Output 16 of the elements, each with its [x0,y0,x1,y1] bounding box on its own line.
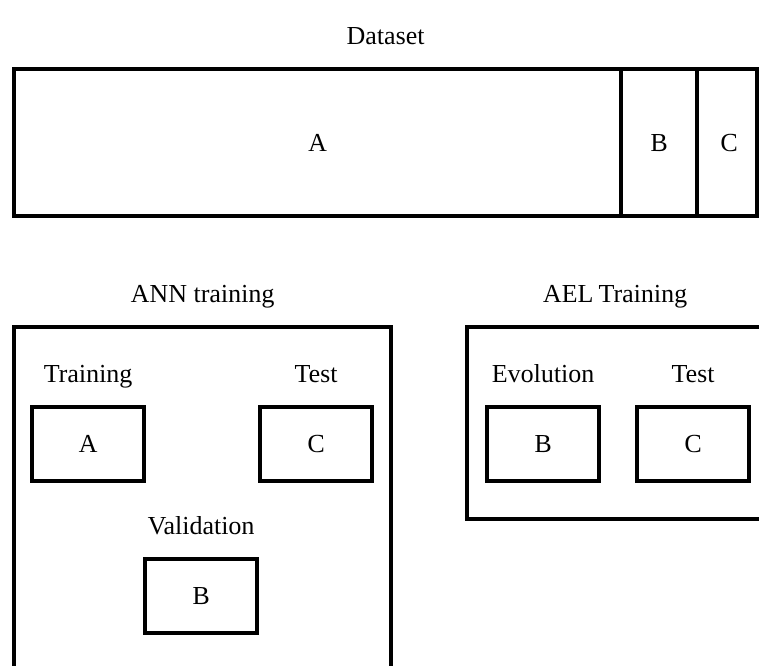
segment-label: B [650,130,668,156]
heading: Test [672,361,714,387]
heading: AEL Training [542,281,688,307]
segment-label: A [308,130,327,156]
heading: Training [44,361,132,387]
heading: Dataset [346,23,424,49]
heading: Evolution [492,361,594,387]
heading: Validation [148,513,254,539]
segment-label: B [192,583,210,609]
segment-label: A [78,431,98,457]
segment-label: B [534,431,552,457]
segment-label: C [307,431,325,457]
segment-label: C [720,130,738,156]
heading: Test [294,361,338,387]
segment-label: C [684,431,702,457]
heading: ANN training [130,281,274,307]
